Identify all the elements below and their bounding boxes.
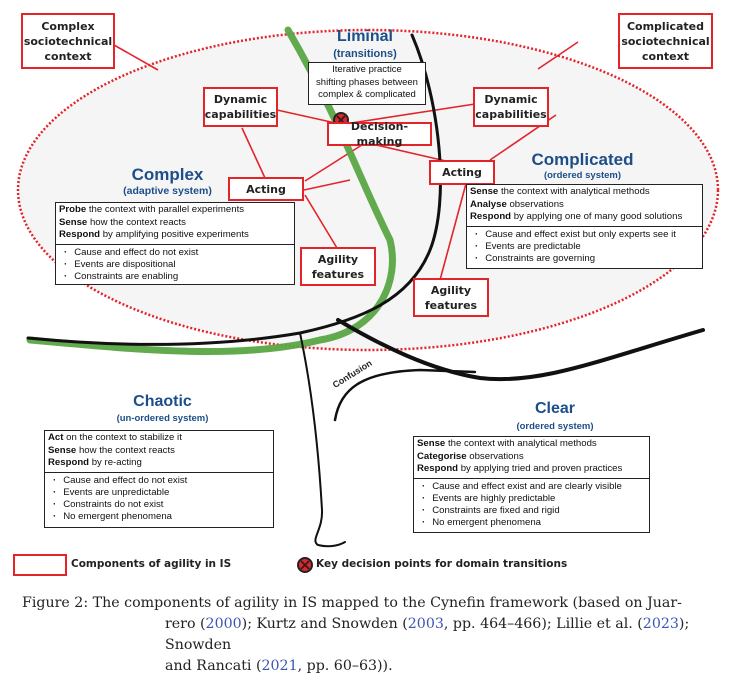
domain-boundaries (26, 33, 705, 548)
acting-left: Acting (228, 177, 304, 201)
chaotic-actions: Act on the context to stabilize it Sense… (45, 431, 273, 473)
action-line: Respond by amplifying positive experimen… (59, 229, 249, 240)
property-item: Events are highly predictable (422, 493, 646, 505)
property-item: No emergent phenomena (53, 511, 270, 523)
property-item: Cause and effect do not exist (53, 475, 270, 487)
legend-component-swatch (13, 554, 67, 576)
liminal-line: complex & complicated (318, 89, 416, 100)
clear-title: Clear (534, 400, 576, 417)
property-item: Constraints are fixed and rigid (422, 505, 646, 517)
complex-title: Complex (131, 165, 204, 184)
chaotic-properties: Cause and effect do not exist Events are… (45, 473, 273, 525)
action-line: Sense how the context reacts (48, 444, 175, 456)
citation-link[interactable]: 2021 (261, 658, 298, 674)
property-item: Cause and effect exist and are clearly v… (422, 481, 646, 493)
citation-link[interactable]: 2023 (642, 616, 679, 632)
label-line: Dynamic (484, 93, 538, 106)
property-item: Events are dispositional (64, 259, 291, 271)
complex-subtitle: (adaptive system) (123, 185, 212, 197)
action-line: Categorise observations (417, 450, 524, 462)
dynamic-capabilities-right: Dynamic capabilities (473, 87, 549, 127)
label-line: Agility (317, 252, 359, 266)
property-item: No emergent phenomena (422, 517, 646, 529)
complicated-title: Complicated (531, 150, 634, 169)
figure-caption: Figure 2: The components of agility in I… (22, 593, 722, 677)
chaotic-subtitle: (un-ordered system) (116, 413, 209, 424)
citation-link[interactable]: 2000 (205, 616, 242, 632)
property-item: Cause and effect exist but only experts … (475, 229, 699, 241)
liminal-subtitle: (transitions) (333, 48, 397, 60)
clear-properties: Cause and effect exist and are clearly v… (414, 479, 649, 531)
action-line: Sense how the context reacts (59, 216, 186, 228)
legend-components-label: Components of agility in IS (71, 558, 232, 570)
label-line: context (44, 49, 92, 63)
action-line: Sense the context with analytical method… (417, 438, 597, 449)
property-item: Cause and effect do not exist (64, 247, 291, 259)
label-line: sociotechnical (23, 34, 113, 48)
property-item: Constraints do not exist (53, 499, 270, 511)
label-line: features (311, 267, 365, 281)
complex-properties: Cause and effect do not exist Events are… (56, 245, 294, 285)
label-line: sociotechnical (621, 34, 710, 48)
caption-line-1: The components of agility in IS mapped t… (88, 595, 682, 611)
label-line: capabilities (204, 108, 277, 121)
citation-link[interactable]: 2003 (407, 616, 444, 632)
action-line: Probe the context with parallel experime… (59, 204, 245, 215)
chaotic-title: Chaotic (133, 393, 192, 410)
legend-decision-icon (297, 557, 313, 573)
property-item: Events are unpredictable (53, 487, 270, 499)
complicated-actions: Sense the context with analytical method… (467, 185, 702, 227)
decision-making: Decision-making (327, 120, 432, 148)
action-line: Analyse observations (470, 198, 564, 210)
complicated-subtitle: (ordered system) (543, 170, 622, 181)
liminal-title: Liminal (336, 28, 393, 45)
caption-line-3: and Rancati (2021, pp. 60–63)). (165, 658, 393, 674)
liminal-description: Iterative practice shifting phases betwe… (308, 62, 426, 105)
complex-infobox: Probe the context with parallel experime… (55, 202, 295, 285)
complicated-properties: Cause and effect exist but only experts … (467, 227, 702, 267)
complicated-infobox: Sense the context with analytical method… (466, 184, 703, 269)
label-line: capabilities (475, 108, 547, 121)
liminal-line: shifting phases between (316, 76, 418, 88)
action-line: Respond by applying tried and proven pra… (417, 463, 623, 474)
property-item: Constraints are enabling (64, 271, 291, 283)
complex-actions: Probe the context with parallel experime… (56, 203, 294, 245)
legend-decision-points-label: Key decision points for domain transitio… (316, 558, 568, 570)
action-line: Respond by re-acting (48, 457, 142, 468)
acting-right: Acting (429, 160, 495, 185)
label-line: features (424, 298, 478, 312)
label-line: Dynamic (213, 93, 268, 106)
clear-subtitle: (ordered system) (516, 421, 594, 432)
liminal-line: Iterative practice (332, 64, 402, 75)
property-item: Events are predictable (475, 241, 699, 253)
label-line: Complicated (626, 19, 705, 33)
action-line: Act on the context to stabilize it (48, 432, 182, 443)
label-line: context (642, 49, 689, 63)
label-line: Complex (41, 19, 95, 33)
clear-infobox: Sense the context with analytical method… (413, 436, 650, 533)
action-line: Respond by applying one of many good sol… (470, 211, 683, 222)
caption-label: Figure 2: (22, 595, 89, 611)
action-line: Sense the context with analytical method… (470, 186, 650, 197)
clear-actions: Sense the context with analytical method… (414, 437, 649, 479)
dynamic-capabilities-left: Dynamic capabilities (203, 87, 278, 127)
caption-line-2: rero (2000); Kurtz and Snowden (2003, pp… (165, 616, 690, 653)
chaotic-infobox: Act on the context to stabilize it Sense… (44, 430, 274, 528)
property-item: Constraints are governing (475, 253, 699, 265)
label-line: Agility (430, 283, 472, 297)
